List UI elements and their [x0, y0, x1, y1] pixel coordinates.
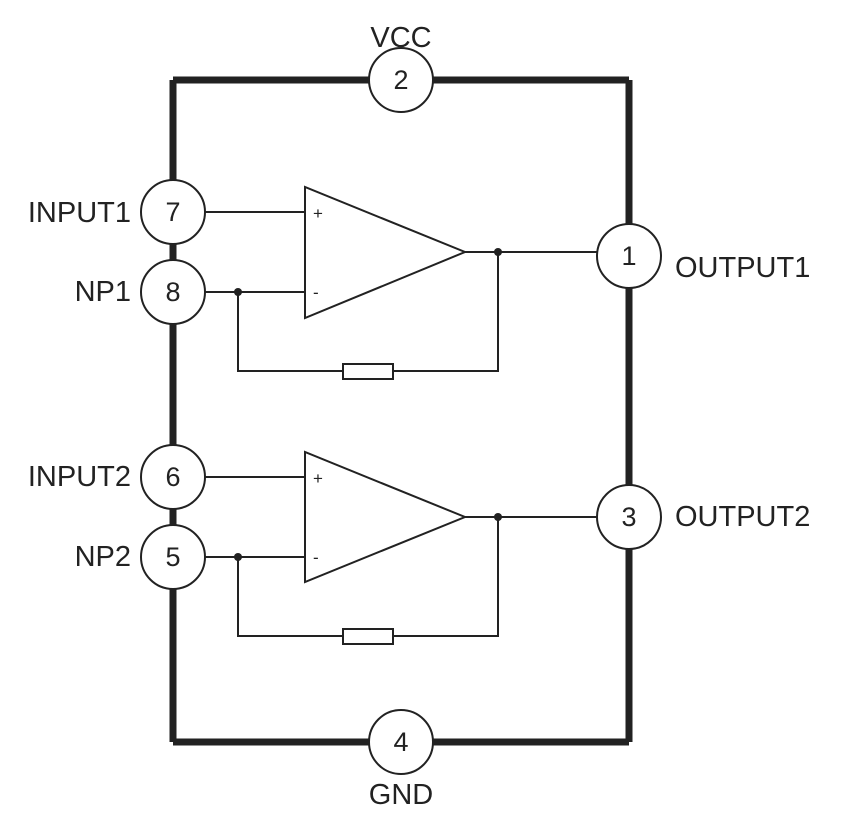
pin-5-circle: [140, 524, 206, 590]
pin-number-output2: 3: [621, 502, 636, 532]
op-amp-2: + -: [304, 450, 468, 584]
pin-label-input2: INPUT2: [28, 461, 131, 493]
junction-output1: [494, 248, 502, 256]
pin-label-np1: NP1: [75, 276, 131, 308]
pin-label-np2: NP2: [75, 541, 131, 573]
pin-circles: [140, 47, 662, 775]
signal-wires: [205, 211, 597, 637]
pin-number-input2: 6: [165, 462, 180, 492]
pin-2-circle: [368, 47, 434, 113]
pin-label-gnd: GND: [369, 779, 433, 811]
pin-number-np1: 8: [165, 277, 180, 307]
pin-3-circle: [596, 484, 662, 550]
pin-label-input1: INPUT1: [28, 197, 131, 229]
op-amp-2-plus-sign: +: [313, 469, 323, 488]
wire-feedback-2-left: [237, 557, 343, 637]
pin-6-circle: [140, 444, 206, 510]
op-amp-1: + -: [304, 185, 468, 320]
pin-label-output1: OUTPUT1: [675, 252, 810, 284]
pin-label-vcc: VCC: [370, 22, 431, 54]
pin-4-circle: [368, 709, 434, 775]
pin-number-output1: 1: [621, 241, 636, 271]
pin-1-circle: [596, 223, 662, 289]
op-amp-1-plus-sign: +: [313, 204, 323, 223]
pin-label-output2: OUTPUT2: [675, 501, 810, 533]
op-amp-1-minus-sign: -: [313, 283, 319, 302]
pin-number-vcc: 2: [393, 65, 408, 95]
op-amp-1-triangle: [304, 185, 468, 320]
pin-number-gnd: 4: [393, 727, 408, 757]
pin-7-circle: [140, 179, 206, 245]
wire-feedback-2-right: [393, 517, 499, 637]
junction-dots: [234, 248, 502, 561]
junction-np1: [234, 288, 242, 296]
op-amp-2-minus-sign: -: [313, 548, 319, 567]
feedback-resistor-1: [342, 363, 394, 380]
pin-labels: VCC INPUT1 NP1 OUTPUT1 INPUT2 NP2 OUTPUT…: [28, 22, 810, 811]
pin-8-circle: [140, 259, 206, 325]
pin-numbers: 2 7 8 1 6 5 3 4: [165, 65, 636, 757]
feedback-resistor-2: [342, 628, 394, 645]
pin-number-np2: 5: [165, 542, 180, 572]
package-outline: [169, 76, 633, 746]
junction-output2: [494, 513, 502, 521]
wire-feedback-1-right: [393, 252, 499, 372]
wire-feedback-1-left: [237, 292, 343, 372]
op-amp-2-triangle: [304, 450, 468, 584]
junction-np2: [234, 553, 242, 561]
pin-number-input1: 7: [165, 197, 180, 227]
